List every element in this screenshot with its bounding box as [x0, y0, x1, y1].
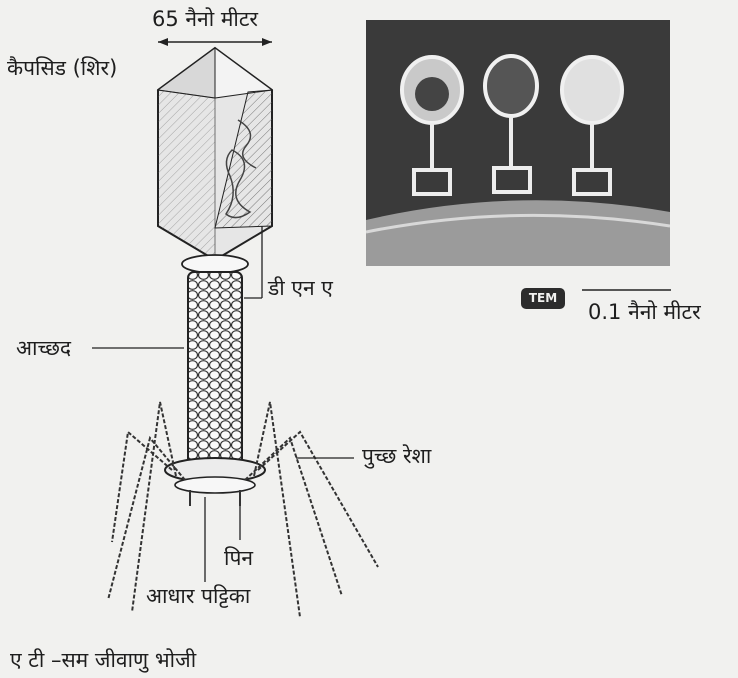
sheath-label: आच्छद	[16, 338, 71, 359]
collar	[182, 255, 248, 273]
arrow-icon	[158, 38, 168, 46]
capsid-label: कैपसिड (शिर)	[7, 58, 117, 79]
arrow-icon	[262, 38, 272, 46]
width-dimension-arrow	[158, 38, 272, 46]
dna-label: डी एन ए	[268, 278, 333, 299]
tail-sheath	[188, 272, 242, 465]
pin-label: पिन	[224, 548, 253, 569]
tail-fibre-label: पुच्छ रेशा	[362, 446, 431, 467]
tem-badge: TEM	[521, 288, 565, 309]
base-plate-label: आधार पट्टिका	[146, 586, 250, 607]
scale-label: 0.1 नैनो मीटर	[588, 302, 701, 323]
width-label: 65 नैनो मीटर	[152, 9, 258, 30]
tem-micrograph	[366, 20, 670, 266]
capsid-head	[158, 48, 272, 260]
figure-caption: ए टी –सम जीवाणु भोजी	[10, 650, 196, 671]
